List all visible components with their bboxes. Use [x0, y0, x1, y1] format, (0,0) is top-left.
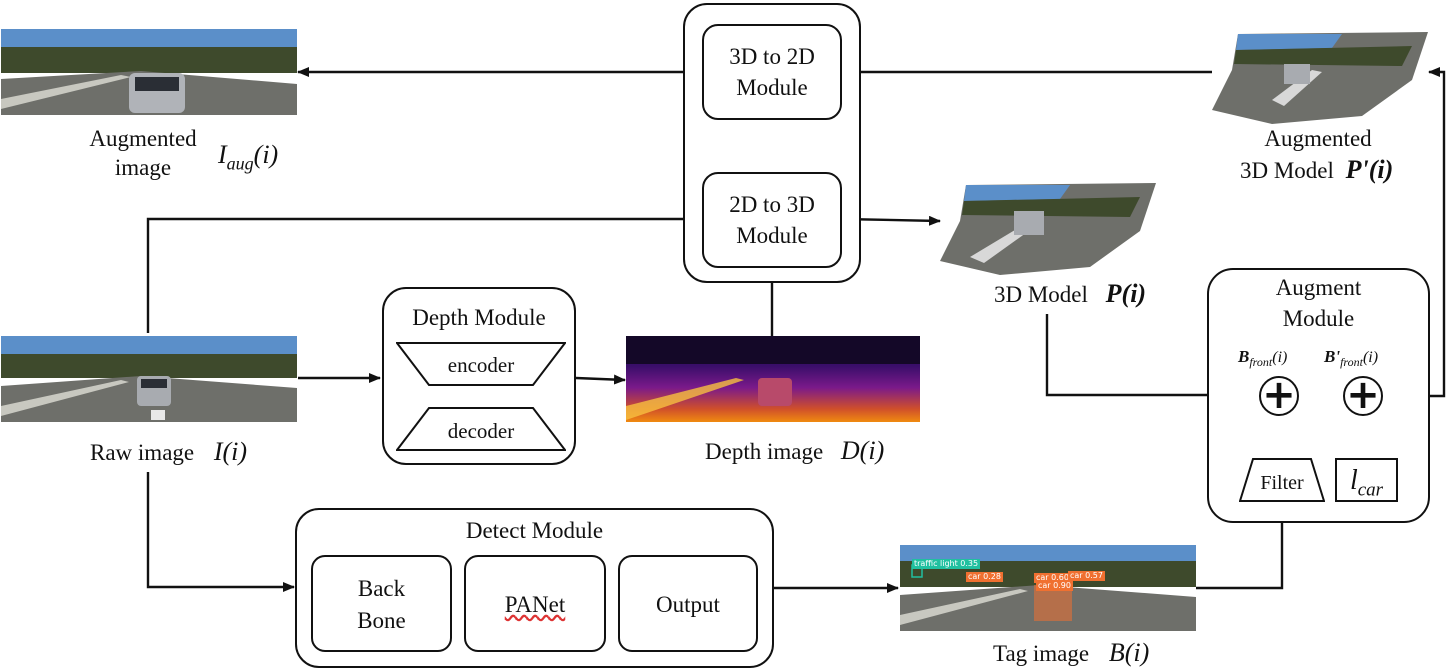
symbol-base: I: [218, 140, 227, 169]
decoder-shape: [396, 407, 566, 451]
3d-to-2d-module: 3D to 2D Module: [702, 24, 842, 120]
symbol-sub: front: [1249, 355, 1273, 370]
decoder-label: decoder: [447, 419, 515, 443]
arrow-raw-to-detect: [146, 472, 295, 592]
panet-block: PANet: [464, 555, 606, 652]
block-label: PANet: [466, 590, 604, 620]
block-label: Bone: [357, 608, 406, 633]
symbol-base: B: [1238, 347, 1250, 366]
symbol-arg: (i): [1272, 349, 1288, 366]
symbol-arg: (i): [253, 140, 279, 169]
raw-image-label: Raw image I(i): [90, 437, 247, 467]
tag-label: traffic light 0.35: [912, 559, 981, 569]
plus-operator-2: +: [1343, 375, 1383, 416]
module-label: 2D to 3D: [729, 192, 815, 217]
backbone-block: Back Bone: [311, 555, 452, 652]
encoder-shape: [396, 342, 566, 386]
augmented-image-thumbnail: [1, 29, 297, 115]
augmented-3d-model-label-line2: 3D Model P'(i): [1240, 155, 1393, 185]
caption-line: Tag image: [993, 641, 1090, 666]
module-title: Detect Module: [465, 518, 604, 543]
b-front-label: Bfront(i): [1238, 342, 1287, 377]
symbol-sub: front: [1340, 355, 1363, 370]
caption-line: 3D Model: [1240, 158, 1334, 183]
module-label: 3D to 2D: [729, 44, 815, 69]
caption-line: Raw image: [90, 440, 195, 465]
symbol-sub: aug: [226, 153, 254, 174]
arrow-raw-to-2dto3d: [146, 214, 701, 333]
tag-image-thumbnail: traffic light 0.35 car 0.28 car 0.60 car…: [900, 545, 1196, 631]
module-title: Augment: [1275, 275, 1362, 300]
arrow-depth-module-to-depth-image: [575, 374, 626, 385]
symbol-base: B': [1324, 347, 1341, 366]
filter-shape: [1239, 458, 1325, 502]
caption-line: Depth image: [705, 439, 824, 464]
output-block: Output: [618, 555, 758, 652]
caption-line: Augmented: [89, 126, 197, 151]
augmented-image-label: Augmented image: [78, 124, 208, 182]
symbol-arg: (i): [1362, 349, 1379, 366]
encoder-label: encoder: [447, 353, 515, 377]
b-prime-front-label: B'front(i): [1324, 342, 1378, 377]
module-label: Module: [736, 223, 808, 248]
module-label: Module: [736, 75, 808, 100]
tag-label: car 0.57: [1068, 571, 1105, 581]
depth-image-thumbnail: [626, 336, 920, 422]
symbol: B(i): [1108, 638, 1150, 667]
caption-line: image: [114, 155, 172, 180]
block-label: Back: [357, 576, 406, 601]
augmented-3d-model-label: Augmented: [1248, 124, 1388, 153]
raw-image-thumbnail: [1, 336, 297, 422]
symbol-base: l: [1349, 465, 1358, 496]
2d-to-3d-module: 2D to 3D Module: [702, 172, 842, 268]
3d-model-label: 3D Model P(i): [994, 279, 1146, 309]
symbol: D(i): [840, 436, 885, 465]
tag-label: car 0.60: [1034, 573, 1071, 583]
tag-image-label: Tag image B(i): [993, 638, 1149, 668]
filter-label: Filter: [1260, 472, 1304, 494]
arrow-3dmodel-to-plus1: [1045, 314, 1257, 400]
augmented-image-symbol: Iaug(i): [218, 140, 278, 178]
caption-line: 3D Model: [994, 282, 1088, 307]
symbol: P(i): [1105, 279, 1147, 308]
tag-label: car 0.90: [1036, 581, 1073, 591]
arrow-tag-to-filter: [1196, 500, 1287, 590]
caption-line: Augmented: [1264, 126, 1372, 151]
block-label: Output: [656, 592, 720, 617]
symbol: I(i): [213, 437, 248, 466]
symbol: P'(i): [1345, 155, 1394, 184]
panet-text: PANet: [504, 592, 566, 617]
plus-operator-1: +: [1259, 375, 1299, 416]
augmented-3d-model-thumbnail: [1212, 30, 1428, 124]
3d-model-thumbnail: [940, 181, 1156, 275]
module-title: Module: [1282, 306, 1355, 331]
tag-label: car 0.28: [966, 572, 1003, 582]
symbol-sub: car: [1357, 479, 1384, 501]
module-title: Depth Module: [412, 305, 546, 330]
l-car-box: lcar: [1335, 458, 1398, 502]
depth-image-label: Depth image D(i): [705, 436, 884, 466]
